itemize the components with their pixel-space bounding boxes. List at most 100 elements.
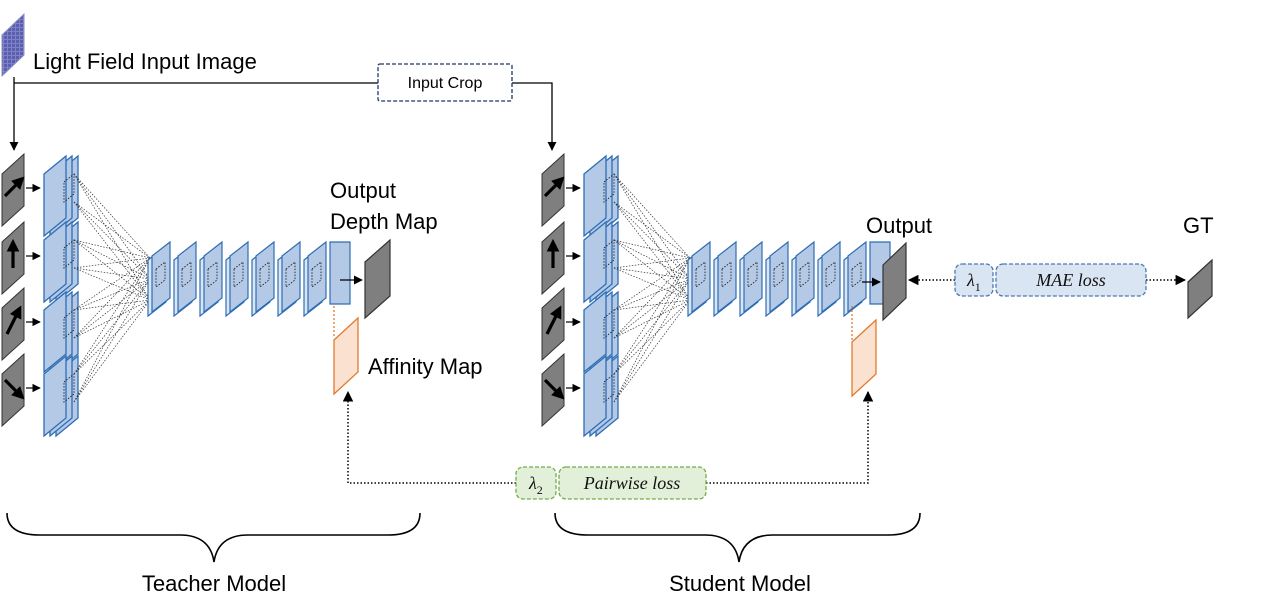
conv-layer: [281, 240, 301, 314]
feature-map: [583, 220, 607, 304]
conv-layer: [847, 240, 867, 314]
conv-layer: [821, 240, 841, 314]
connection-line: [73, 257, 151, 403]
student-conv-chain: [687, 240, 891, 318]
connection-line: [613, 278, 691, 403]
mae-loss-label: MAE loss: [1035, 270, 1106, 290]
conv-layer: [151, 240, 171, 314]
connection-line: [613, 299, 691, 339]
student-connections: [613, 173, 691, 403]
teacher-output-label-line2: Depth Map: [330, 209, 438, 234]
teacher-conv-chain: [147, 240, 351, 318]
connection-line: [73, 278, 151, 339]
connection-line: [613, 299, 691, 311]
connection-line: [613, 239, 691, 280]
connection-line: [73, 257, 151, 269]
ground-truth-map: [1187, 258, 1213, 320]
teacher-affinity-map: [333, 316, 359, 396]
conv-layer: [769, 240, 789, 314]
teacher-input-views: [1, 152, 41, 428]
teacher-output-label-line1: Output: [330, 178, 396, 203]
connection-line: [73, 299, 151, 339]
feature-map: [583, 354, 607, 438]
pairwise-to-teacher-arrow: [342, 390, 516, 484]
teacher-brace: [6, 512, 421, 563]
connection-line: [613, 239, 691, 259]
lambda2-label: λ2: [528, 473, 543, 497]
view-direction-arrow: [543, 378, 565, 400]
connection-line: [613, 173, 691, 301]
conv-layer: [229, 240, 249, 314]
kernel-window: [603, 309, 615, 339]
connection-line: [613, 257, 691, 269]
input-crop-label: Input Crop: [408, 75, 483, 92]
gt-label: GT: [1183, 213, 1214, 238]
connection-line: [73, 239, 151, 259]
feature-map: [43, 220, 67, 304]
conv-layer: [691, 240, 711, 314]
connection-line: [73, 173, 151, 280]
view-direction-arrow: [3, 378, 25, 400]
connection-line: [73, 201, 151, 259]
kernel-window: [63, 239, 75, 269]
connection-line: [613, 299, 691, 403]
lambda1-label: λ1: [966, 270, 981, 294]
connection-line: [613, 257, 691, 375]
connection-line: [73, 257, 151, 375]
input-image-label: Light Field Input Image: [33, 49, 257, 74]
connection-line: [73, 267, 151, 280]
pairwise-to-student-arrow: [706, 390, 874, 484]
connection-line: [613, 201, 691, 280]
connection-line: [73, 173, 151, 301]
connection-line: [73, 257, 151, 339]
connection-line: [73, 201, 151, 301]
teacher-depth-map: [364, 238, 391, 320]
input-crop-box: [377, 63, 513, 102]
feature-map: [43, 154, 67, 238]
feature-map: [583, 154, 607, 238]
student-feature-stacks: [583, 154, 619, 438]
student-network: [541, 152, 891, 438]
mae-loss-box: [995, 263, 1147, 297]
feature-map: [43, 290, 67, 374]
connection-line: [613, 201, 691, 259]
student-model-label: Student Model: [669, 571, 811, 596]
connection-line: [613, 173, 691, 280]
teacher-network: [1, 152, 351, 438]
conv-layer: [717, 240, 737, 314]
kernel-window: [63, 373, 75, 403]
student-brace: [554, 512, 921, 563]
conv-layer: [177, 240, 197, 314]
kernel-window: [603, 173, 615, 203]
connection-line: [73, 299, 151, 375]
teacher-connections: [73, 173, 151, 403]
connection-line: [613, 257, 691, 403]
view-direction-arrow: [543, 176, 565, 198]
connection-line: [613, 278, 691, 375]
student-input-views: [541, 152, 581, 428]
feature-map: [43, 354, 67, 438]
pairwise-loss-box: [558, 466, 707, 500]
conv-layer: [307, 240, 327, 314]
teacher-feature-stacks: [43, 154, 79, 438]
connection-line: [73, 239, 151, 280]
connection-line: [73, 257, 151, 311]
conv-layer: [255, 240, 275, 314]
student-output-map: [882, 241, 907, 322]
feature-map: [583, 290, 607, 374]
conv-layer: [743, 240, 763, 314]
student-output-label: Output: [866, 213, 932, 238]
connection-line: [613, 173, 691, 259]
connection-line: [73, 278, 151, 403]
input-to-student-arrow: [14, 82, 552, 150]
light-field-image-icon: [1, 12, 25, 78]
kernel-window: [603, 239, 615, 269]
kernel-window: [603, 373, 615, 403]
connection-line: [73, 201, 151, 280]
student-affinity-map: [851, 318, 877, 398]
pairwise-loss-label: Pairwise loss: [583, 473, 681, 493]
connection-line: [613, 257, 691, 339]
kernel-window: [63, 309, 75, 339]
view-direction-arrow: [3, 176, 25, 198]
